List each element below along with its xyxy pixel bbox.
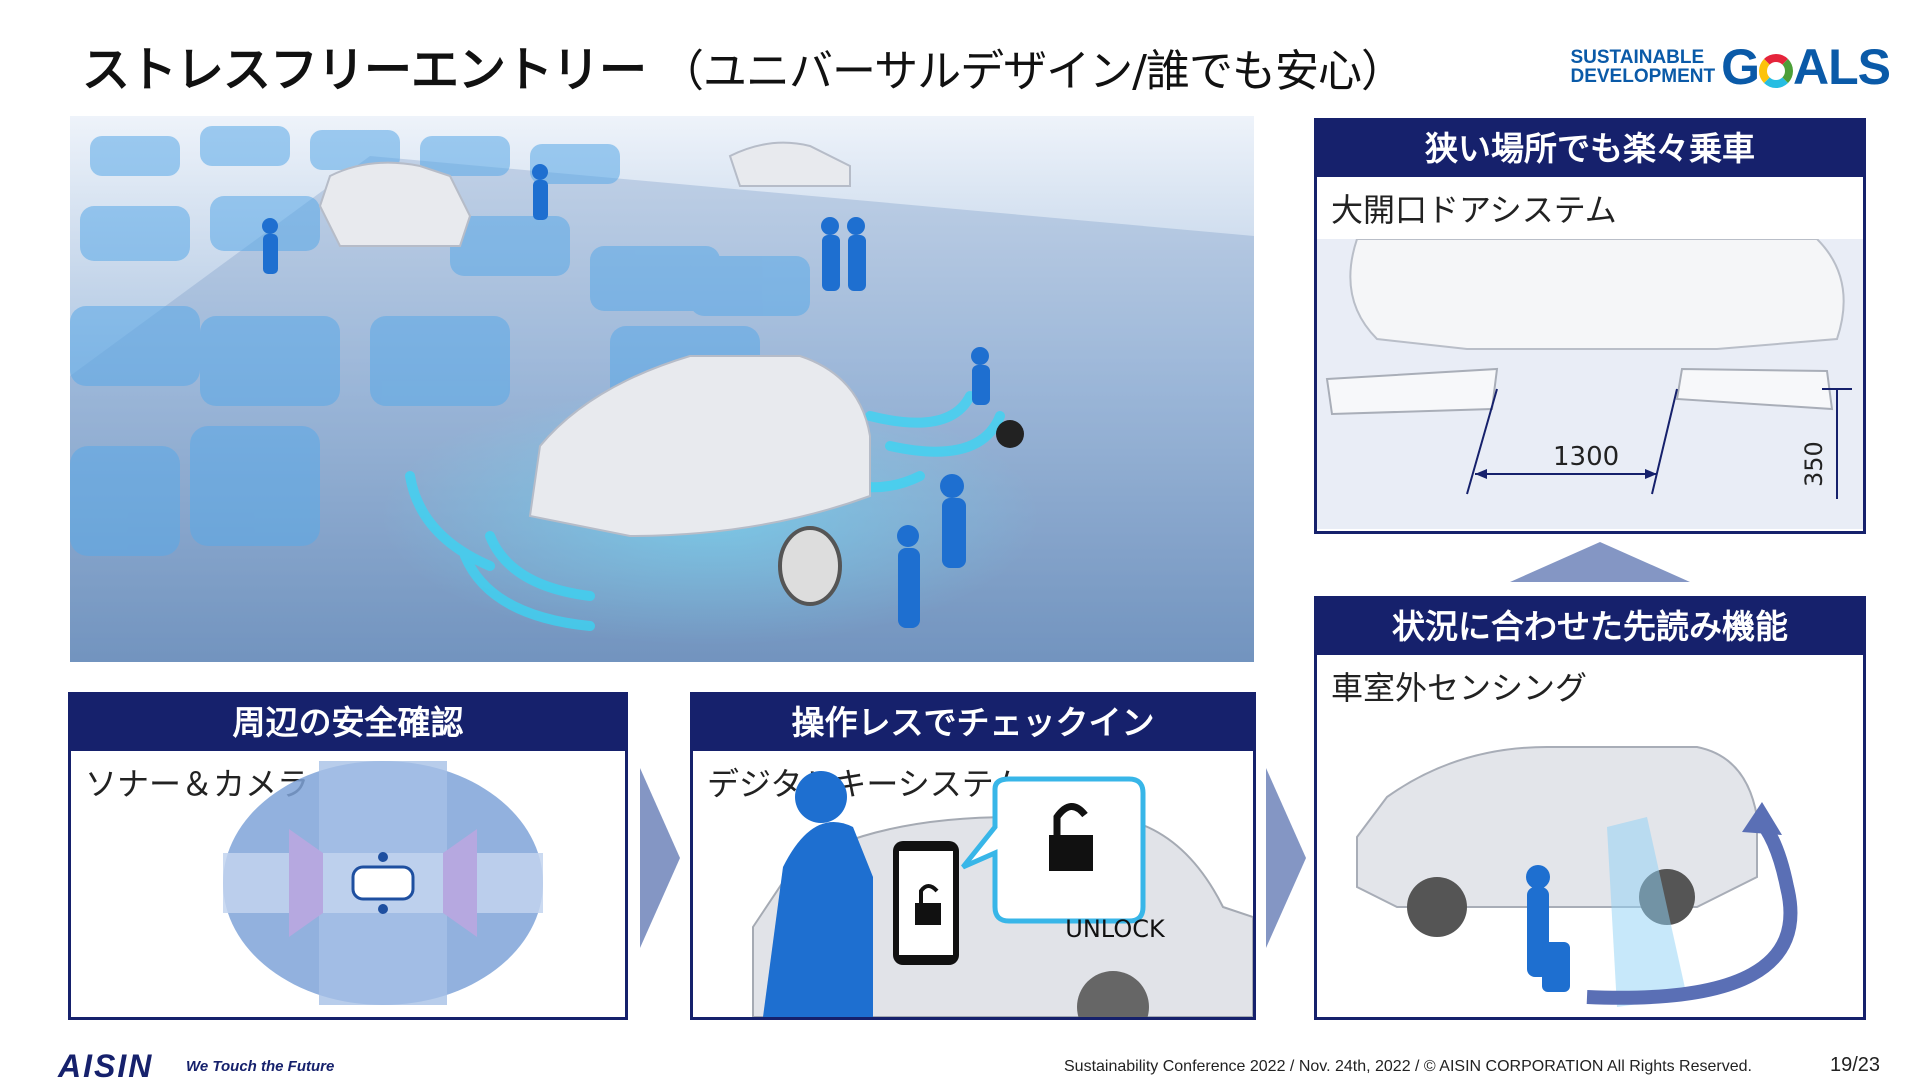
- copyright-text: Sustainability Conference 2022 / Nov. 24…: [1064, 1058, 1752, 1075]
- digital-key-label: デジタルキーシステム: [707, 765, 1025, 803]
- aisin-tagline: We Touch the Future: [186, 1058, 335, 1075]
- safety-check-panel: 周辺の安全確認 ソナー＆カメラ: [68, 692, 628, 1020]
- exterior-sensing-illustration: [1356, 746, 1798, 1007]
- predict-sensing-panel: 状況に合わせた先読み機能 車室外センシング: [1314, 596, 1866, 1020]
- title-sub: （ユニバーサルデザイン/誰でも安心）: [660, 46, 1405, 97]
- predict-sensing-header: 状況に合わせた先読み機能: [1317, 599, 1863, 655]
- page-title: ストレスフリーエントリー （ユニバーサルデザイン/誰でも安心）: [82, 30, 1405, 100]
- parking-scene-image: [70, 116, 1254, 662]
- door-system-panel: 狭い場所でも楽々乗車 大開口ドアシステム 1300 350: [1314, 118, 1866, 534]
- sdgs-goals-g: G: [1721, 39, 1760, 95]
- sdgs-goals: G ALS: [1721, 38, 1891, 96]
- sdgs-text: SUSTAINABLE DEVELOPMENT: [1570, 48, 1715, 86]
- sonar-camera-illustration: [223, 761, 543, 1005]
- aisin-logo: AISIN: [58, 1048, 154, 1084]
- sdgs-wheel-icon: [1759, 54, 1793, 88]
- predict-sensing-label: 車室外センシング: [1331, 669, 1588, 707]
- title-main: ストレスフリーエントリー: [82, 42, 647, 98]
- dim-height-label: 350: [1800, 441, 1828, 487]
- right-arrow-icon-1: [640, 768, 680, 948]
- dim-width-label: 1300: [1553, 442, 1619, 472]
- digital-key-panel: 操作レスでチェックイン デジタルキーシステム UNLOCK: [690, 692, 1256, 1020]
- door-system-label: 大開口ドアシステム: [1331, 191, 1617, 229]
- sdgs-logo: SUSTAINABLE DEVELOPMENT G ALS: [1570, 38, 1891, 96]
- up-arrow-icon: [1510, 542, 1690, 582]
- safety-check-header: 周辺の安全確認: [71, 695, 625, 751]
- sdgs-line2: DEVELOPMENT: [1570, 66, 1716, 87]
- digital-key-illustration: [752, 771, 1253, 1017]
- door-system-header: 狭い場所でも楽々乗車: [1317, 121, 1863, 177]
- right-arrow-icon-2: [1266, 768, 1306, 948]
- sdgs-line1: SUSTAINABLE: [1570, 47, 1705, 68]
- sdgs-goals-rest: ALS: [1793, 39, 1891, 95]
- door-system-illustration: 1300 350: [1317, 239, 1863, 529]
- parking-scene-illustration: [70, 116, 1254, 662]
- page-number: 19/23: [1830, 1054, 1881, 1076]
- digital-key-header: 操作レスでチェックイン: [693, 695, 1253, 751]
- unlock-label: UNLOCK: [1065, 915, 1165, 943]
